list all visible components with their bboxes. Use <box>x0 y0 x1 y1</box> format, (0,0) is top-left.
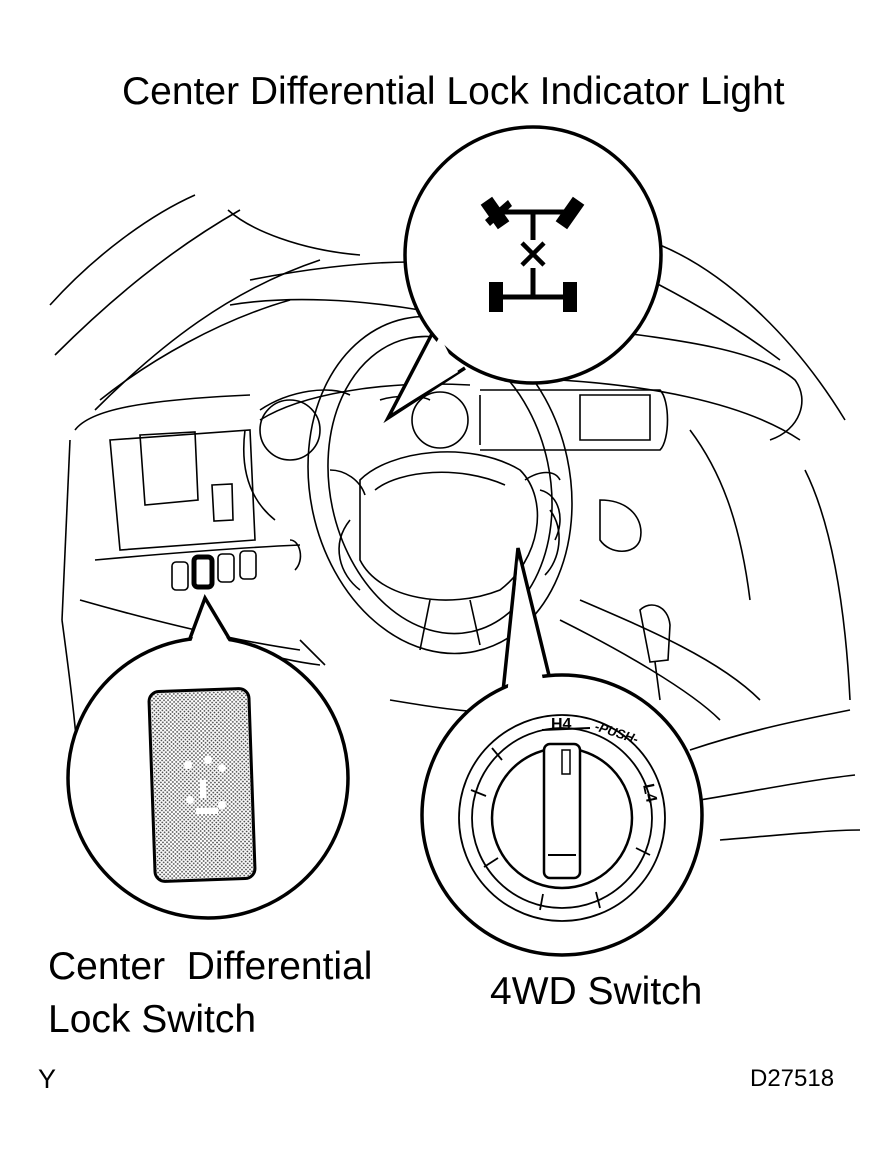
dash-button-row <box>171 550 257 591</box>
l4-label: L4 <box>639 782 660 804</box>
windshield-lines <box>49 194 421 411</box>
indicator-callout <box>383 125 663 424</box>
cdl-switch-label-line1: Center Differential <box>48 945 373 988</box>
h4-label: H4 <box>551 716 572 733</box>
indicator-light-label: Center Differential Lock Indicator Light <box>122 70 785 113</box>
cdl-switch-callout <box>66 593 350 920</box>
dashboard-right <box>479 244 861 841</box>
cdl-switch-label: Center Differential Lock Switch <box>48 940 372 1046</box>
corner-mark: Y <box>38 1064 57 1094</box>
4wd-switch-label: 4WD Switch <box>490 970 703 1013</box>
center-diff-lock-indicator-icon <box>480 196 585 312</box>
figure-id: D27518 <box>750 1065 835 1092</box>
cdl-switch-label-line2: Lock Switch <box>48 998 257 1042</box>
steering-wheel <box>307 315 573 655</box>
4wd-dial <box>458 714 666 922</box>
